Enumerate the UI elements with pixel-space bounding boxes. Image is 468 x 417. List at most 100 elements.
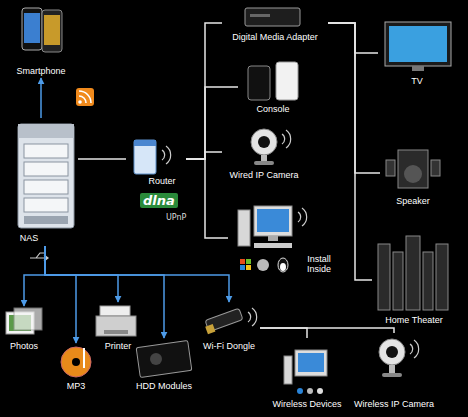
hdd-icon-part: [150, 353, 162, 365]
network-link: [186, 23, 222, 159]
home-theater-icon: [378, 236, 448, 310]
hdd-icon-part: [136, 341, 192, 378]
smartphone-icon-part: [24, 13, 40, 43]
device-node: TV: [378, 18, 456, 88]
device-label: Digital Media Adapter: [222, 32, 328, 42]
nas-icon-part: [24, 180, 68, 194]
device-node: Install Inside: [228, 198, 340, 278]
network-link: [328, 23, 372, 280]
wireless-camera-icon: [379, 339, 419, 377]
smartphone-icon: [22, 8, 62, 52]
wifi-dongle-icon-part: [205, 324, 215, 334]
rss-icon: [76, 88, 94, 106]
device-node: Wireless Devices: [270, 338, 344, 414]
wireless-camera-icon-part: [389, 365, 395, 373]
device-label: Wi-Fi Dongle: [198, 341, 260, 351]
media-adapter-icon: [245, 8, 300, 26]
wired-camera-icon-part: [258, 136, 270, 148]
router-icon-part: [134, 140, 156, 146]
device-node: Wired IP Camera: [222, 122, 306, 182]
device-label: NAS: [14, 233, 44, 243]
speaker-icon-part: [386, 160, 395, 176]
tv-icon: [385, 22, 451, 71]
router-icon: [134, 140, 171, 174]
wireless-camera-icon-part: [386, 346, 398, 358]
nas-icon-part: [24, 162, 68, 176]
console-icon: [248, 62, 298, 100]
printer-icon-part: [104, 330, 128, 334]
device-label: Photos: [2, 341, 46, 351]
device-node: NAS: [12, 118, 78, 246]
device-label: Router: [138, 176, 186, 186]
speaker-icon-part: [404, 165, 422, 183]
console-icon-part: [248, 66, 270, 100]
device-node: Digital Media Adapter: [222, 2, 328, 44]
network-link: [24, 246, 45, 306]
mp3-icon-part: [61, 347, 91, 377]
speaker-icon-part: [398, 150, 428, 188]
home-theater-icon-part: [423, 252, 433, 310]
device-node: Smartphone: [10, 4, 72, 78]
nas-icon-part: [24, 144, 68, 158]
pc-icon: [238, 206, 307, 248]
network-link: [40, 78, 42, 118]
network-link: [45, 246, 76, 343]
nas-icon-part: [24, 198, 68, 212]
wireless-camera-icon-part: [410, 340, 419, 358]
pc-icon-part: [238, 210, 250, 246]
wifi-dongle-icon: [205, 308, 257, 334]
rss-icon-part: [79, 91, 91, 103]
wired-camera-icon-part: [254, 161, 274, 165]
os-icons-part: [240, 259, 245, 264]
device-node: MP3: [52, 343, 100, 393]
device-node: Home Theater: [372, 232, 456, 328]
os-icons-part: [240, 265, 245, 270]
home-theater-icon-part: [378, 244, 390, 310]
console-icon-part: [276, 62, 298, 100]
printer-icon-part: [96, 316, 136, 336]
speaker-icon: [386, 150, 440, 188]
device-node: Wi-Fi Dongle: [198, 302, 260, 354]
network-link: [260, 328, 394, 333]
wired-camera-icon-part: [251, 129, 277, 155]
device-label: Wireless Devices: [270, 399, 344, 409]
wireless-devices-icon-part: [298, 353, 324, 372]
mp3-icon: [61, 347, 91, 377]
device-node: Printer: [92, 302, 144, 354]
wireless-devices-icon-part: [317, 388, 323, 394]
device-node: Speaker: [380, 138, 446, 208]
device-label: Wired IP Camera: [222, 170, 306, 180]
network-link: [45, 246, 229, 302]
network-link: [328, 23, 378, 53]
network-link: [186, 159, 228, 238]
rss-icon-part: [78, 100, 82, 104]
photos-icon: [6, 308, 42, 334]
wired-camera-icon-part: [261, 155, 267, 161]
wireless-devices-icon-part: [295, 350, 327, 376]
network-link: [45, 246, 118, 302]
nas-icon-part: [18, 124, 74, 138]
device-label: Install Inside: [298, 254, 340, 274]
router-icon-part: [162, 146, 171, 164]
network-link: [186, 87, 238, 159]
dlna-logo: dlna: [140, 193, 178, 208]
wireless-camera-icon-part: [379, 339, 405, 365]
smartphone-icon-part: [22, 8, 42, 50]
device-node: Photos: [2, 306, 46, 354]
device-node: HDD Modules: [128, 338, 200, 392]
device-label: Wireless IP Camera: [352, 399, 436, 409]
mp3-icon-part: [72, 358, 80, 366]
device-label: Console: [238, 104, 308, 114]
device-label: TV: [378, 76, 456, 86]
hdd-icon: [136, 341, 192, 378]
wireless-camera-icon-part: [382, 373, 402, 377]
media-adapter-icon-part: [250, 14, 270, 17]
device-label: MP3: [52, 381, 100, 391]
wireless-devices-icon-part: [284, 356, 292, 384]
router-icon-part: [134, 140, 156, 174]
device-node: Router: [126, 132, 186, 186]
device-label: HDD Modules: [128, 381, 200, 391]
nas-icon-part: [24, 216, 68, 224]
